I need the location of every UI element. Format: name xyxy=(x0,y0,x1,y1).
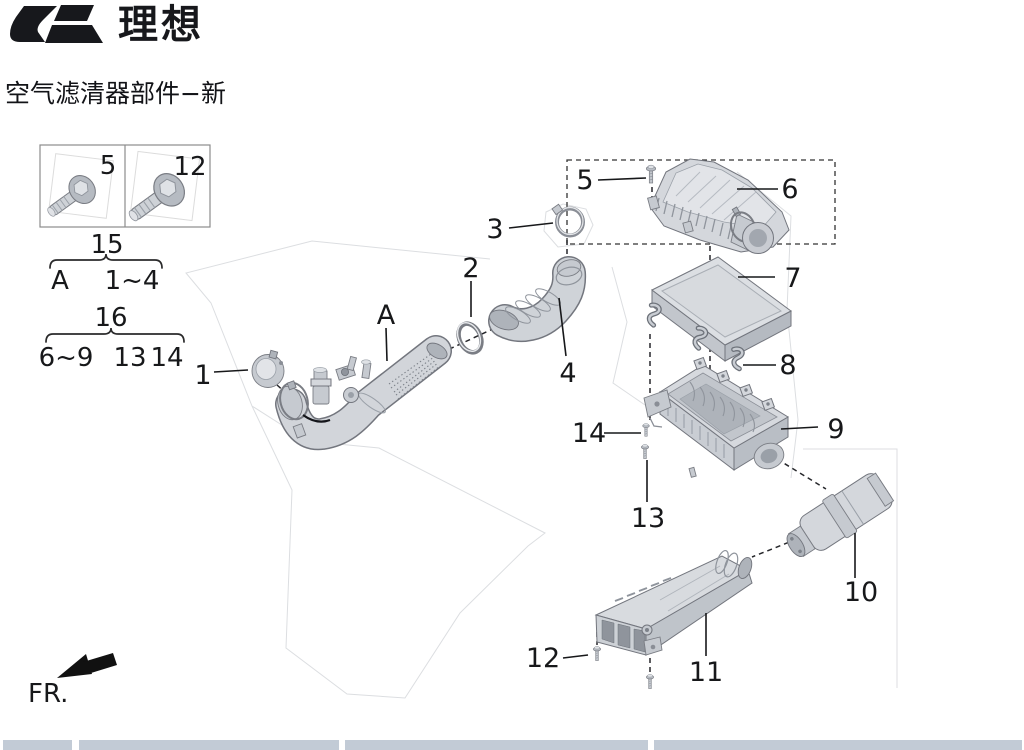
callout-4[interactable]: 4 xyxy=(559,358,576,389)
direction-indicator: FR. xyxy=(28,653,117,709)
group16-member-13: 13 xyxy=(113,343,146,373)
callout-A[interactable]: A xyxy=(377,300,396,331)
fastener-legend: 5 12 15 A 1~4 16 6~9 13 14 xyxy=(39,144,211,373)
part-A-intake-pipe xyxy=(275,335,452,451)
callout-3[interactable]: 3 xyxy=(486,214,503,245)
part-10-resonator xyxy=(786,472,895,558)
callout-2[interactable]: 2 xyxy=(462,253,479,284)
callout-10[interactable]: 10 xyxy=(844,577,878,608)
group15-label: 15 xyxy=(90,230,123,260)
callout-leader-lines xyxy=(213,177,856,659)
part-3-clamp-ring xyxy=(551,203,585,238)
brand-name: 理想 xyxy=(118,1,204,48)
group15-brace xyxy=(49,253,163,269)
pipe-fittings xyxy=(310,355,372,405)
detail-region-box xyxy=(566,159,836,245)
tray-cavity-ribs xyxy=(689,381,756,433)
callout-14[interactable]: 14 xyxy=(572,418,606,449)
callout-labels: 1 A 2 3 4 5 6 7 8 9 10 11 12 13 14 xyxy=(194,165,878,688)
part-4-elbow-duct xyxy=(488,256,587,342)
front-direction-label: FR. xyxy=(28,679,68,709)
pipe-perforation xyxy=(388,353,441,400)
legend-ghost-frame-small xyxy=(48,153,114,219)
parts-table-header xyxy=(3,740,1022,750)
group16-member-range: 6~9 xyxy=(39,343,94,373)
duct-inlet-slots xyxy=(601,619,646,653)
group16-brace xyxy=(45,327,185,343)
part-1-sensor-cap xyxy=(251,349,285,388)
housing-top-hatch xyxy=(675,171,757,221)
table-header-cell xyxy=(3,740,72,750)
table-header-cell xyxy=(654,740,1022,750)
engine-bay-outline xyxy=(185,171,898,699)
legend-small-screw-label[interactable]: 5 xyxy=(100,151,117,181)
part-12-screw-b xyxy=(646,674,654,689)
part-13-screw xyxy=(641,444,649,459)
legend-large-screw-label[interactable]: 12 xyxy=(173,152,206,182)
tray-mount-tabs xyxy=(693,356,776,412)
front-arrow-tail xyxy=(83,653,117,673)
duct-vent-slots xyxy=(614,577,672,602)
callout-8[interactable]: 8 xyxy=(779,350,796,381)
group16-member-14: 14 xyxy=(150,343,183,373)
callout-9[interactable]: 9 xyxy=(827,414,844,445)
li-auto-logo-icon xyxy=(10,5,103,43)
table-header-cell xyxy=(345,740,648,750)
part-7-filter-element xyxy=(651,256,792,363)
callout-13[interactable]: 13 xyxy=(631,503,665,534)
part-14-screw xyxy=(642,423,650,437)
callout-7[interactable]: 7 xyxy=(784,263,801,294)
callout-6[interactable]: 6 xyxy=(781,174,798,205)
group15-member-range: 1~4 xyxy=(105,266,160,296)
tray-wall-ribs xyxy=(667,402,725,458)
part-5-screw xyxy=(646,164,656,184)
callout-11[interactable]: 11 xyxy=(689,657,723,688)
part-6-upper-housing xyxy=(647,158,790,254)
legend-ghost-frame-large xyxy=(129,150,201,222)
page-title: 空气滤清器部件−新 xyxy=(5,79,226,108)
callout-5[interactable]: 5 xyxy=(576,165,593,196)
brand-header: 理想 xyxy=(6,2,204,47)
callout-1[interactable]: 1 xyxy=(194,360,211,391)
part-11-intake-duct xyxy=(594,549,753,656)
front-arrow-icon xyxy=(57,654,92,678)
part-2-o-ring xyxy=(456,321,484,355)
callout-12[interactable]: 12 xyxy=(526,643,560,674)
table-header-cell xyxy=(79,740,339,750)
group15-member-a: A xyxy=(51,266,69,296)
part-9-lower-housing xyxy=(643,356,789,478)
part-12-screw-a xyxy=(593,646,601,661)
